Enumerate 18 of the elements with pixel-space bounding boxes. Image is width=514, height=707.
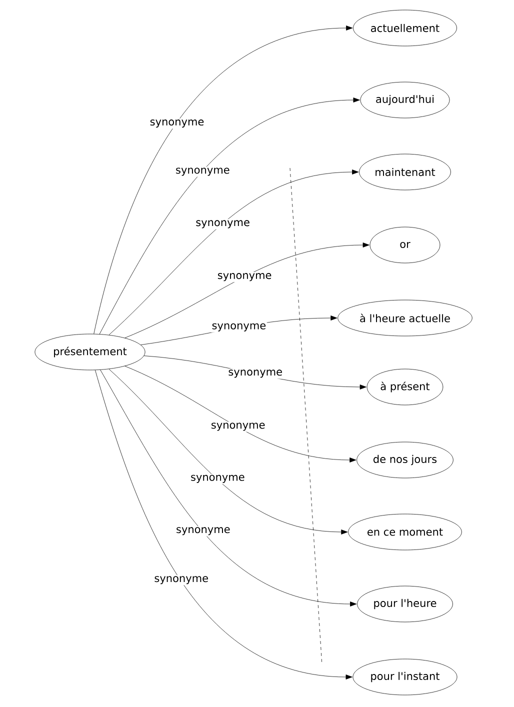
- edge-label: synonyme: [148, 118, 206, 129]
- arrow: [100, 370, 357, 606]
- arrow: [108, 170, 359, 336]
- arrow: [99, 98, 360, 334]
- edge-label: synonyme: [210, 322, 268, 332]
- edge-label: synonyme: [227, 368, 284, 379]
- edge-label: synonyme: [174, 166, 231, 177]
- arrow: [108, 368, 348, 534]
- edge-label: synonyme: [216, 272, 273, 282]
- arrow: [95, 370, 352, 680]
- arrow: [94, 26, 353, 334]
- edge-label: synonyme: [190, 474, 246, 484]
- edge-label: synonyme: [210, 422, 266, 432]
- edge-label: synonyme: [153, 575, 210, 586]
- edge-label: synonyme: [175, 526, 232, 536]
- edge-label: synonyme: [194, 219, 251, 230]
- arrow: [124, 242, 370, 338]
- arrow: [124, 366, 356, 462]
